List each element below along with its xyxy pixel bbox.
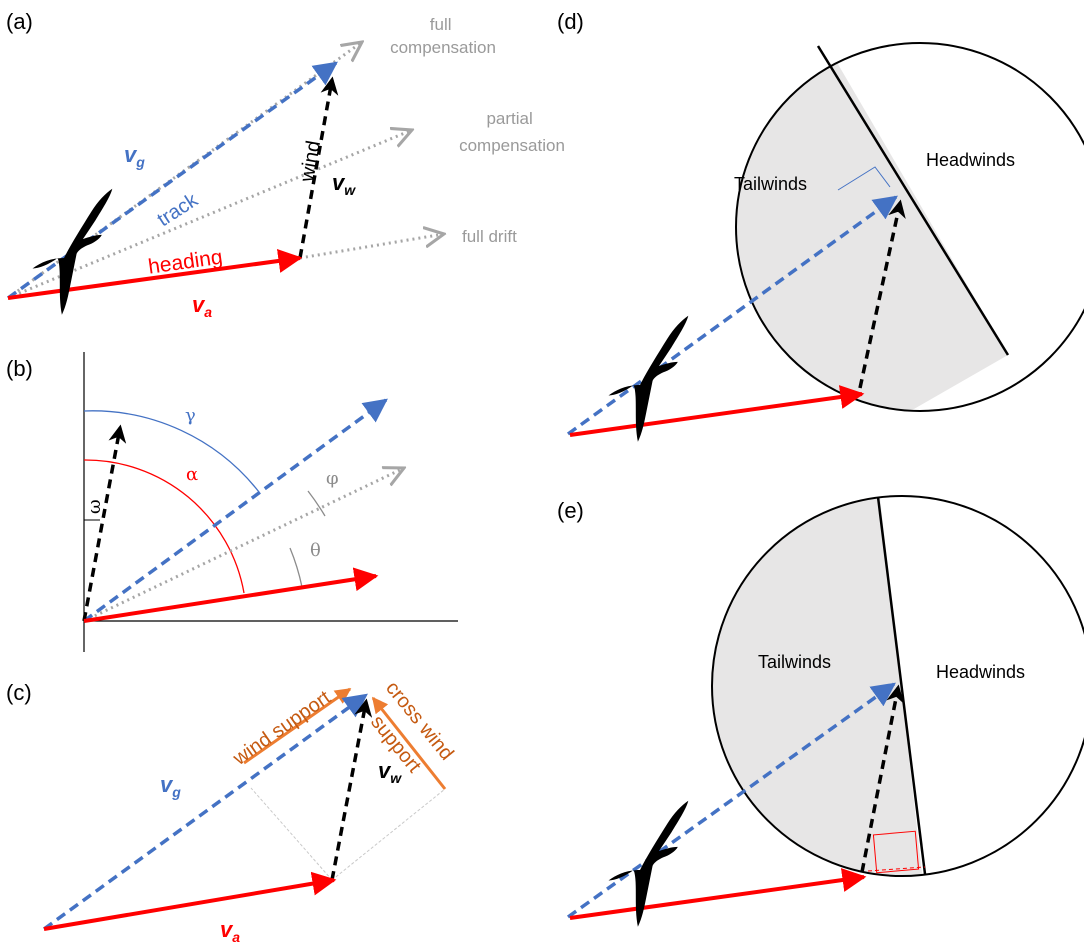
- full-compensation-label: full compensation: [390, 15, 496, 57]
- gamma-symbol: γ: [185, 405, 196, 426]
- panel-e: (e) Tailwinds Headwinds: [557, 495, 1084, 927]
- tailwinds-label-e: Tailwinds: [758, 652, 831, 672]
- wind-vector: [298, 76, 339, 259]
- projection-line-2: [331, 788, 446, 881]
- vg-label: vg: [124, 142, 145, 170]
- panel-a: (a) full compensation partial compensati…: [6, 9, 565, 320]
- alpha-arc: [83, 459, 245, 594]
- full-drift-label: full drift: [462, 227, 517, 246]
- headwinds-label-e: Headwinds: [936, 662, 1025, 682]
- heading-label: heading: [147, 246, 224, 279]
- wind-circle-outline-e: [711, 495, 1084, 877]
- wind-circle-outline-d: [735, 42, 1084, 412]
- vw-label-c: vw: [378, 758, 402, 786]
- phi-arc: [307, 490, 326, 517]
- panel-c: (c) wind support cross wind support vg v…: [6, 677, 458, 945]
- cross-wind-vector: [371, 696, 447, 790]
- vw-label: vw: [332, 170, 356, 198]
- partial-compensation-line: [7, 130, 412, 300]
- airspeed-vector-e: [569, 868, 867, 920]
- tailwind-region-e: [712, 496, 925, 876]
- panel-b: (b) γ α φ θ ω: [6, 352, 458, 652]
- albatross-icon: [32, 188, 113, 315]
- panel-label-d: (d): [557, 9, 584, 34]
- panel-label-a: (a): [6, 9, 33, 34]
- partial-compensation-line-b: [83, 468, 404, 623]
- full-drift-line: [299, 234, 444, 260]
- va-label-c: va: [220, 917, 240, 945]
- omega-symbol: ω: [84, 499, 105, 514]
- theta-arc: [289, 547, 303, 588]
- wind-vector-d: [858, 199, 906, 389]
- track-label: track: [153, 189, 202, 232]
- partial-compensation-label: partial compensation: [459, 109, 565, 155]
- boundary-line-d: [816, 45, 1010, 356]
- airspeed-vector-b: [83, 567, 379, 623]
- gamma-arc: [83, 410, 260, 493]
- groundspeed-vector-b: [82, 398, 388, 623]
- theta-symbol: θ: [310, 540, 321, 561]
- airspeed-vector: [7, 249, 303, 300]
- panel-label-c: (c): [6, 680, 32, 705]
- red-dashed-base-e: [867, 866, 926, 872]
- panel-label-b: (b): [6, 356, 33, 381]
- airspeed-vector-c: [43, 871, 337, 931]
- panel-label-e: (e): [557, 498, 584, 523]
- right-angle-marker-e: [872, 830, 920, 874]
- airspeed-vector-d: [569, 385, 865, 437]
- wind-vector-e: [860, 684, 905, 873]
- wind-vector-c: [330, 698, 373, 881]
- va-label: va: [192, 292, 212, 320]
- vg-label-c: vg: [160, 772, 181, 800]
- wind-vector-b: [82, 424, 127, 622]
- wind-support-vector: [243, 687, 352, 765]
- right-angle-marker-d: [837, 166, 891, 191]
- groundspeed-vector-e: [566, 682, 896, 919]
- groundspeed-vector-d: [566, 195, 898, 436]
- panel-d: (d) Tailwinds Headwinds: [557, 9, 1084, 442]
- projection-line-1: [250, 787, 333, 881]
- phi-symbol: φ: [326, 468, 339, 489]
- groundspeed-vector-c: [42, 693, 368, 931]
- headwinds-label-d: Headwinds: [926, 150, 1015, 170]
- alpha-symbol: α: [186, 464, 198, 485]
- tailwinds-label-d: Tailwinds: [734, 174, 807, 194]
- wind-label: wind: [296, 139, 325, 184]
